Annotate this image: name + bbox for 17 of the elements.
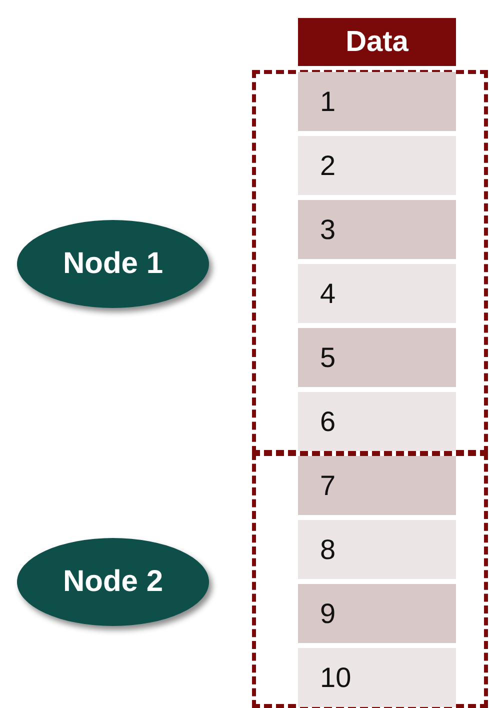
- node-label: Node 1: [62, 247, 164, 281]
- table-cell: 7: [298, 456, 456, 515]
- node-ellipse: [15, 218, 211, 310]
- table-cell: 5: [298, 328, 456, 387]
- table-cell: 8: [298, 520, 456, 579]
- node-ellipse: [15, 536, 211, 628]
- dashed-group-box: [252, 452, 488, 708]
- table-cell: 1: [298, 72, 456, 131]
- dashed-group-box: [252, 70, 488, 454]
- table-cell: 4: [298, 264, 456, 323]
- node-label: Node 2: [62, 565, 164, 599]
- table-cell: 6: [298, 392, 456, 451]
- table-cell: 2: [298, 136, 456, 195]
- table-cell: 3: [298, 200, 456, 259]
- table-cell: 10: [298, 648, 456, 707]
- column-header: Data: [298, 18, 456, 66]
- table-cell: 9: [298, 584, 456, 643]
